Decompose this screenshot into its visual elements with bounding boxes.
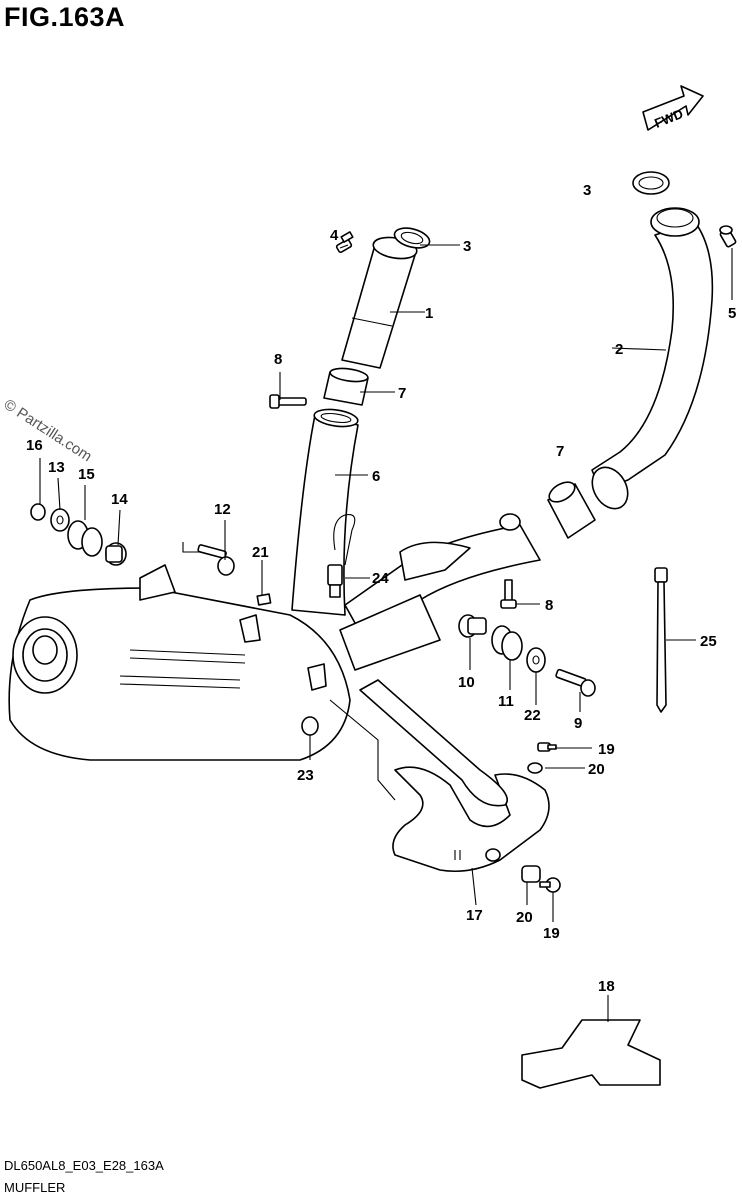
part-12-bolt[interactable] — [197, 544, 235, 576]
callout-17: 17 — [466, 907, 483, 924]
part-13-washer[interactable] — [50, 508, 70, 532]
callout-3-front: 3 — [463, 238, 471, 255]
callout-13: 13 — [48, 459, 65, 476]
callout-8-front: 8 — [274, 351, 282, 368]
part-22-washer[interactable] — [526, 647, 546, 673]
muffler-body[interactable] — [8, 564, 441, 761]
part-2-exhaust-pipe[interactable] — [585, 171, 714, 515]
callout-1: 1 — [425, 305, 433, 322]
part-15-damper[interactable] — [67, 520, 103, 557]
callout-19-upper: 19 — [598, 741, 615, 758]
part-19-bolt-lower[interactable] — [539, 877, 561, 893]
callout-10: 10 — [458, 674, 475, 691]
callout-labels: 1 2 3 3 4 5 6 7 7 8 8 9 10 11 12 13 14 1… — [26, 182, 736, 995]
callout-23: 23 — [297, 767, 314, 784]
part-17-heat-shield[interactable] — [359, 679, 550, 873]
part-20-grommet-upper[interactable] — [527, 762, 543, 774]
callout-24: 24 — [372, 570, 389, 587]
part-21-clip[interactable] — [256, 593, 272, 606]
callout-21: 21 — [252, 544, 269, 561]
part-4-bolt[interactable] — [335, 231, 354, 254]
part-7-sleeve-right[interactable] — [546, 478, 596, 539]
callout-15: 15 — [78, 466, 95, 483]
callout-9: 9 — [574, 715, 582, 732]
callout-7-front: 7 — [398, 385, 406, 402]
callout-18: 18 — [598, 978, 615, 995]
callout-14: 14 — [111, 491, 128, 508]
callout-8-rear: 8 — [545, 597, 553, 614]
figure-title: FIG.163A — [4, 2, 126, 32]
callout-6: 6 — [372, 468, 380, 485]
callout-20-upper: 20 — [588, 761, 605, 778]
callout-25: 25 — [700, 633, 717, 650]
part-9-bolt[interactable] — [555, 668, 596, 697]
callout-3-rear: 3 — [583, 182, 591, 199]
fwd-arrow-icon: FWD — [642, 85, 704, 131]
part-1-exhaust-pipe[interactable] — [341, 225, 432, 369]
part-14-collar[interactable] — [105, 542, 127, 566]
part-19-bolt-upper[interactable] — [537, 742, 557, 752]
part-7-sleeve-left[interactable] — [323, 366, 369, 406]
part-8-bolt-left[interactable] — [269, 394, 307, 409]
part-20-grommet-lower[interactable] — [521, 865, 541, 883]
callout-11: 11 — [498, 693, 514, 710]
diagram-code: DL650AL8_E03_E28_163A — [4, 1158, 164, 1173]
part-24-o2-sensor[interactable] — [327, 514, 356, 598]
callout-5: 5 — [728, 305, 736, 322]
callout-7-rear: 7 — [556, 443, 564, 460]
callout-16: 16 — [26, 437, 43, 454]
part-25-cable-tie[interactable] — [654, 567, 668, 713]
callout-22: 22 — [524, 707, 541, 724]
callout-20-lower: 20 — [516, 909, 533, 926]
part-5-bolt[interactable] — [719, 225, 737, 248]
section-name: MUFFLER — [4, 1180, 66, 1195]
part-18-label[interactable] — [521, 1019, 661, 1089]
part-23-cap[interactable] — [301, 716, 319, 736]
part-11-damper[interactable] — [491, 625, 523, 661]
part-16-nut[interactable] — [30, 503, 46, 521]
callout-4: 4 — [330, 227, 339, 244]
part-10-collar[interactable] — [458, 614, 487, 638]
part-8-bolt-right[interactable] — [500, 579, 517, 609]
callout-19-lower: 19 — [543, 925, 560, 942]
callout-2: 2 — [615, 341, 623, 358]
callout-12: 12 — [214, 501, 231, 518]
leader-lines — [39, 244, 733, 1022]
